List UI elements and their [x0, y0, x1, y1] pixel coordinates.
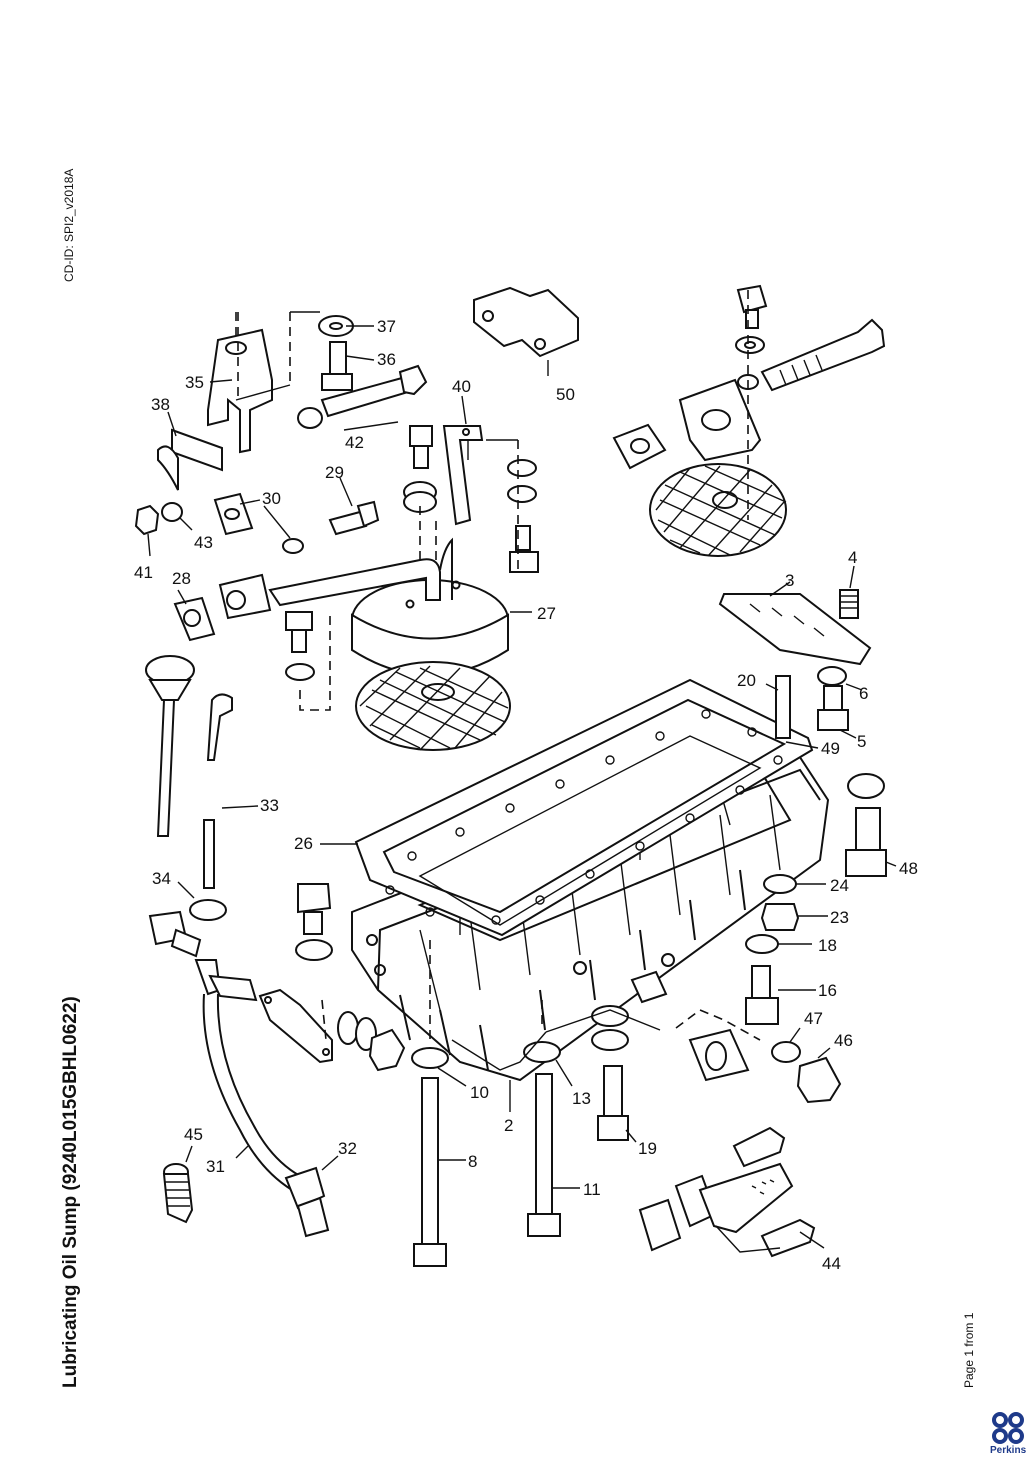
pipe-clip [157, 428, 223, 491]
callout-28: 28 [172, 569, 191, 588]
bolt-29 [328, 500, 380, 536]
washer-30 [282, 538, 304, 554]
washer-6 [817, 666, 847, 686]
dipstick-tube [148, 910, 330, 1238]
perkins-logo [992, 1412, 1024, 1444]
bolt-upper-left [295, 883, 333, 961]
bolt-36 [321, 341, 353, 391]
stud-20 [775, 675, 791, 739]
callout-41: 41 [134, 563, 153, 582]
callouts: 37 36 35 40 50 38 42 29 30 43 41 28 4 3 … [134, 317, 918, 1273]
bolt-stack-center [403, 425, 437, 513]
callout-48: 48 [899, 859, 918, 878]
bolt-19 [597, 1065, 629, 1141]
callout-6: 6 [859, 684, 868, 703]
dipstick-bracket [207, 311, 320, 454]
callout-16: 16 [818, 981, 837, 1000]
callout-23: 23 [830, 908, 849, 927]
callout-19: 19 [638, 1139, 657, 1158]
callout-44: 44 [822, 1254, 841, 1273]
callout-37: 37 [377, 317, 396, 336]
callout-30: 30 [262, 489, 281, 508]
bolt-left-strainer [285, 611, 315, 681]
callout-20: 20 [737, 671, 756, 690]
pipe-bracket [258, 988, 333, 1064]
bolt-stack-right [509, 525, 539, 573]
flange-gasket-30 [213, 492, 254, 536]
washer-stack-19b [591, 1029, 629, 1051]
callout-32: 32 [338, 1139, 357, 1158]
washer-49 [847, 773, 885, 799]
dowel-4 [839, 589, 859, 619]
callout-4: 4 [848, 548, 857, 567]
callout-3: 3 [785, 571, 794, 590]
sump-gasket [354, 678, 814, 937]
callout-24: 24 [830, 876, 849, 895]
washer-24 [763, 874, 797, 894]
sealing-washer-47 [771, 1041, 801, 1063]
callout-35: 35 [185, 373, 204, 392]
bolt-16 [745, 965, 779, 1025]
nut-23 [760, 903, 800, 931]
washer-stack-b [507, 485, 537, 503]
callout-2: 2 [504, 1116, 513, 1135]
callout-18: 18 [818, 936, 837, 955]
washer-34 [189, 899, 227, 921]
washer-18 [745, 934, 779, 954]
callout-34: 34 [152, 869, 171, 888]
callout-38: 38 [151, 395, 170, 414]
callout-27: 27 [537, 604, 556, 623]
callout-46: 46 [834, 1031, 853, 1050]
bolt-11 [527, 1073, 561, 1237]
breather-assembly [638, 1126, 816, 1258]
callout-26: 26 [294, 834, 313, 853]
clamp-block [473, 286, 579, 358]
bolt-48 [845, 807, 887, 877]
breather-nipple [162, 1163, 194, 1224]
bolt-8 [413, 1077, 447, 1267]
leader-lines [147, 325, 897, 1253]
washer-stack-a [507, 459, 537, 477]
callout-13: 13 [572, 1089, 591, 1108]
washer-stack-19a [591, 1005, 629, 1027]
washer-43 [161, 502, 183, 522]
callout-10: 10 [470, 1083, 489, 1102]
callout-45: 45 [184, 1125, 203, 1144]
flange-gasket [173, 596, 216, 642]
union-fittings [337, 1011, 406, 1072]
suction-strainer-right [612, 284, 886, 557]
drain-fitting [630, 970, 750, 1082]
callout-8: 8 [468, 1152, 477, 1171]
callout-36: 36 [377, 350, 396, 369]
callout-31: 31 [206, 1157, 225, 1176]
callout-29: 29 [325, 463, 344, 482]
brand-name: Perkins [990, 1445, 1027, 1456]
callout-43: 43 [194, 533, 213, 552]
dipstick [145, 655, 233, 889]
callout-40: 40 [452, 377, 471, 396]
drain-leader [675, 1009, 761, 1041]
washer-10 [411, 1047, 449, 1069]
callout-47: 47 [804, 1009, 823, 1028]
bridge-piece [718, 593, 872, 666]
strainer-assembly [218, 537, 511, 751]
support-bracket [442, 425, 484, 526]
drain-plug-46 [796, 1056, 842, 1104]
callout-11: 11 [583, 1180, 601, 1199]
callout-5: 5 [857, 732, 866, 751]
nut-41 [134, 504, 160, 536]
assembly-lines [299, 439, 661, 1071]
bolt-42 [297, 364, 428, 429]
callout-50: 50 [556, 385, 575, 404]
bolt-5 [817, 685, 849, 731]
callout-42: 42 [345, 433, 364, 452]
callout-33: 33 [260, 796, 279, 815]
callout-49: 49 [821, 739, 840, 758]
